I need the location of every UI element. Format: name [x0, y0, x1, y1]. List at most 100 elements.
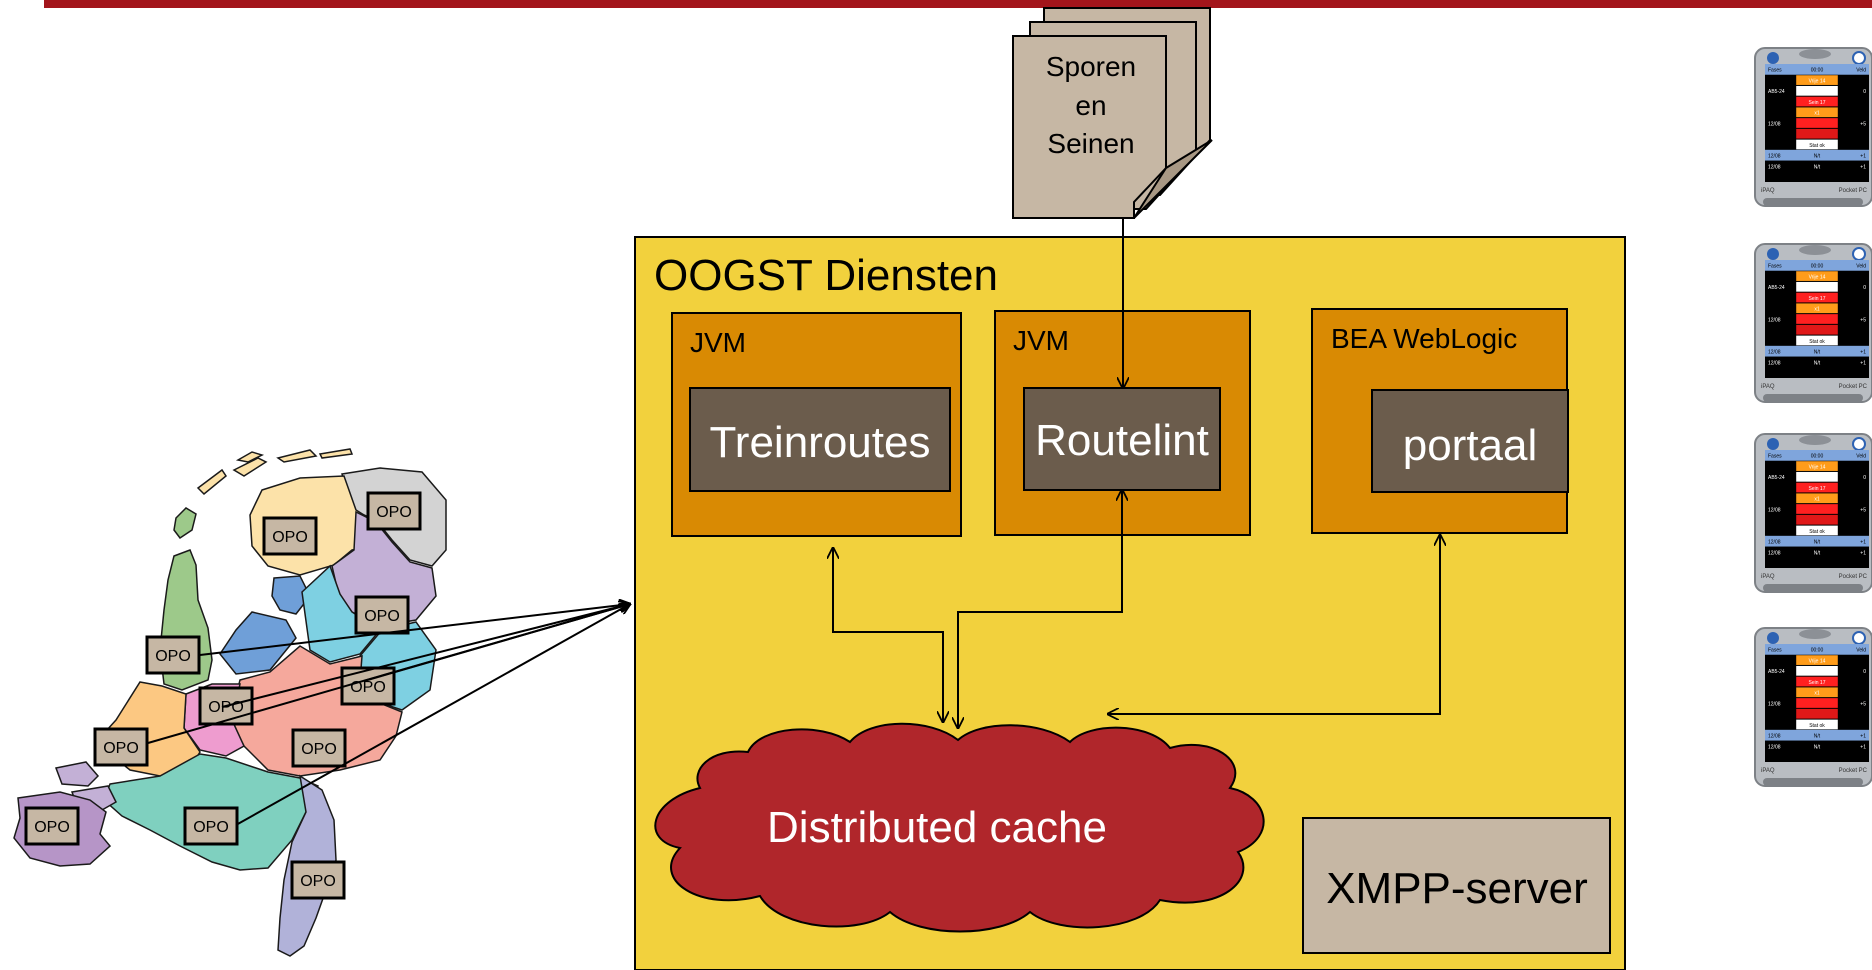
pda-header-cell: 00:00: [1811, 648, 1824, 654]
pda-cell: 0: [1863, 89, 1866, 95]
pda-cell: +5: [1860, 507, 1866, 513]
windows-logo-icon: [1852, 437, 1866, 451]
pda-header-cell: 00:00: [1811, 454, 1824, 460]
pda-cell: N/t: [1814, 734, 1821, 740]
pda-cell: N/t: [1814, 350, 1821, 356]
opo-box: OPO: [24, 806, 80, 846]
windows-logo-icon: [1852, 51, 1866, 65]
pda-header-cell: Fases: [1768, 68, 1782, 74]
pda-header-cell: Veld: [1856, 648, 1866, 654]
connectors: [833, 218, 1440, 728]
pda-cell: 12/08: [1768, 701, 1781, 707]
pda-cell: Vrije 14: [1809, 658, 1826, 664]
document-line-2: en: [1075, 90, 1106, 121]
pda-cell: +1: [1860, 164, 1866, 170]
document-line-3: Seinen: [1047, 128, 1134, 159]
document-stack-icon: [1012, 7, 1213, 219]
pda-cell: 12/08: [1768, 550, 1781, 556]
pda-cell: Stat ok: [1809, 529, 1825, 535]
top-bar: [44, 0, 1872, 8]
opo-box: OPO: [183, 806, 239, 846]
opo-label: OPO: [301, 741, 337, 758]
pda-cell: +1: [1860, 550, 1866, 556]
pda-cell: +5: [1860, 317, 1866, 323]
pda-cell: N/t: [1814, 360, 1821, 366]
distributed-cache-label: Distributed cache: [767, 803, 1107, 852]
pda-cell: N/t: [1814, 744, 1821, 750]
pda-cell: +5: [1860, 121, 1866, 127]
hp-logo-icon: [1767, 438, 1779, 450]
pda-cell: +1: [1860, 540, 1866, 546]
pda-cell: Sein 17: [1809, 680, 1826, 686]
pda-brand-label: iPAQ: [1761, 188, 1775, 194]
oogst-title: OOGST Diensten: [654, 251, 998, 300]
pda-cell: +1: [1860, 154, 1866, 160]
pda-cell: +1: [1860, 734, 1866, 740]
pda-cell: AB5-24: [1768, 475, 1785, 481]
pda-cell: +1: [1860, 350, 1866, 356]
opo-box: OPO: [145, 635, 201, 675]
pda-os-label: Pocket PC: [1839, 384, 1868, 390]
jvm-label-1: JVM: [690, 327, 746, 358]
treinroutes-label: Treinroutes: [710, 418, 931, 467]
pda-cell: 12/08: [1768, 154, 1781, 160]
pda-header-cell: Fases: [1768, 454, 1782, 460]
opo-label: OPO: [34, 819, 70, 836]
pda-cell: N/t: [1814, 164, 1821, 170]
pda-cell: x1: [1814, 497, 1820, 503]
pda-cell: x1: [1814, 111, 1820, 117]
pda-cell: Vrije 14: [1809, 274, 1826, 280]
windows-logo-icon: [1852, 247, 1866, 261]
pda-os-label: Pocket PC: [1839, 768, 1868, 774]
pda-cell: N/t: [1814, 550, 1821, 556]
pda-cell: 12/08: [1768, 317, 1781, 323]
pda-header-cell: Veld: [1856, 264, 1866, 270]
pda-header-cell: Fases: [1768, 648, 1782, 654]
pda-cell: Stat ok: [1809, 723, 1825, 729]
pda-cell: Stat ok: [1809, 339, 1825, 345]
pda-brand-label: iPAQ: [1761, 574, 1775, 580]
pda-cell: 12/08: [1768, 744, 1781, 750]
pda-cell: x1: [1814, 307, 1820, 313]
opo-label: OPO: [155, 648, 191, 665]
windows-logo-icon: [1852, 631, 1866, 645]
xmpp-server-label: XMPP-server: [1326, 864, 1588, 913]
distributed-cache-cloud: [654, 722, 1265, 933]
pda-header-cell: 00:00: [1811, 68, 1824, 74]
pda-cell: N/t: [1814, 154, 1821, 160]
opo-label: OPO: [376, 504, 412, 521]
opo-arrows: [147, 604, 630, 826]
pda-cell: 12/08: [1768, 121, 1781, 127]
pda-cell: N/t: [1814, 540, 1821, 546]
pda-cell: 12/08: [1768, 734, 1781, 740]
opo-label: OPO: [103, 740, 139, 757]
opo-label: OPO: [364, 608, 400, 625]
opo-box: OPO: [262, 516, 318, 556]
pda-header-cell: 00:00: [1811, 264, 1824, 270]
opo-label: OPO: [208, 699, 244, 716]
jvm-label-2: JVM: [1013, 325, 1069, 356]
pda-cell: +1: [1860, 744, 1866, 750]
pda-cell: 12/08: [1768, 507, 1781, 513]
pda-brand-label: iPAQ: [1761, 768, 1775, 774]
pda-cell: Stat ok: [1809, 143, 1825, 149]
opo-box: OPO: [291, 728, 347, 768]
opo-label: OPO: [350, 679, 386, 696]
pda-header-cell: Veld: [1856, 68, 1866, 74]
opo-box: OPO: [354, 595, 410, 635]
pda-cell: 12/08: [1768, 164, 1781, 170]
opo-box: OPO: [290, 860, 346, 900]
opo-box: OPO: [93, 727, 149, 767]
opo-label: OPO: [193, 819, 229, 836]
opo-box: OPO: [366, 491, 422, 531]
pda-cell: Sein 17: [1809, 296, 1826, 302]
portaal-component: [1371, 389, 1569, 493]
weblogic-label: BEA WebLogic: [1331, 323, 1517, 354]
pda-cell: Vrije 14: [1809, 464, 1826, 470]
pda-cell: 0: [1863, 285, 1866, 291]
pda-cell: 0: [1863, 475, 1866, 481]
